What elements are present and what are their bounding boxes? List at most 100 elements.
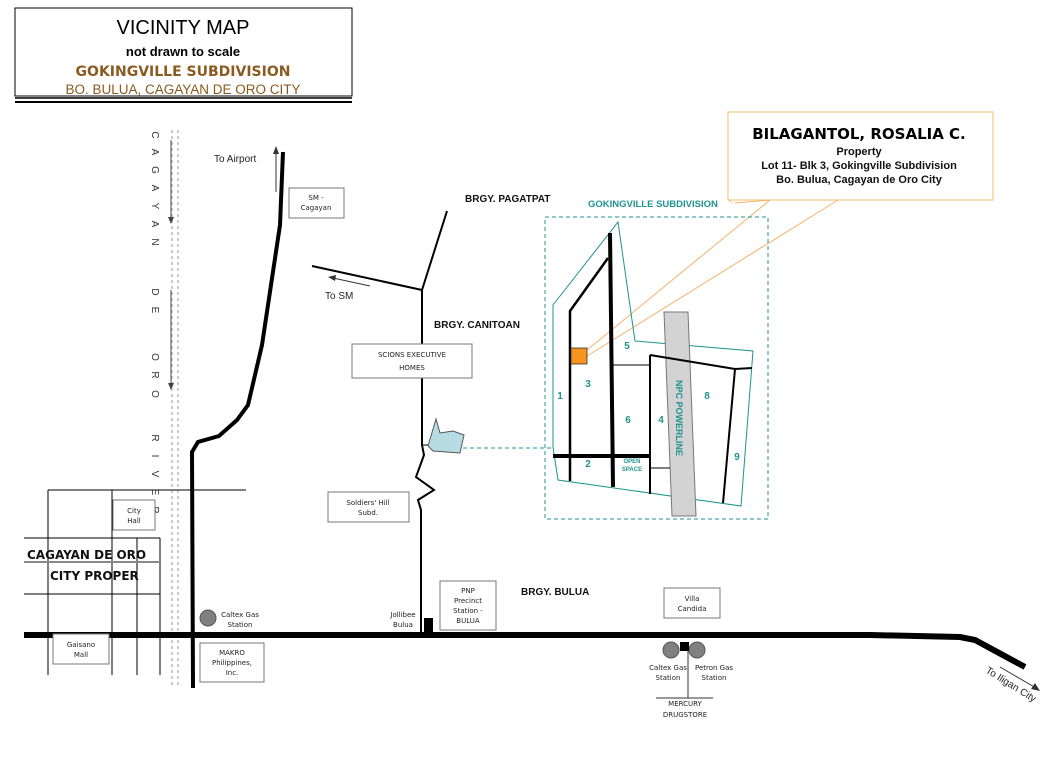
- river-letter: E: [149, 307, 160, 314]
- to-sm-label: To SM: [325, 291, 353, 302]
- jollibee-label: Bulua: [393, 621, 413, 629]
- mercury-label: DRUGSTORE: [663, 711, 707, 719]
- block-number: 8: [704, 391, 710, 402]
- gas-station-icon: [662, 641, 680, 659]
- subdivision-frame: [544, 216, 769, 520]
- landmark-label: Hall: [127, 517, 140, 525]
- landmark-label: PNP: [461, 587, 475, 595]
- brgy-bulua-label: BRGY. BULUA: [521, 587, 589, 598]
- subdivision-detail: GOKINGVILLE SUBDIVISION NPC POWERLINE 1 …: [544, 199, 771, 520]
- property-callout: BILAGANTOL, ROSALIA C. Property Lot 11- …: [586, 111, 994, 357]
- river-letter: G: [149, 166, 160, 174]
- gaisano-box: [52, 633, 110, 665]
- subdivision-roads: [553, 232, 753, 504]
- landmark-label: Villa: [685, 595, 700, 603]
- river-letter: A: [149, 149, 160, 156]
- landmark-label: City: [127, 507, 141, 515]
- to-airport-label: To Airport: [214, 154, 256, 165]
- landmark-label: MAKRO: [219, 649, 245, 657]
- river-letter: N: [149, 238, 160, 245]
- map-title: VICINITY MAP: [117, 17, 250, 39]
- river-letter: Y: [149, 203, 160, 210]
- landmark-label: Subd.: [358, 509, 378, 517]
- river-flow-arrow: [168, 140, 174, 390]
- open-space-label: OPEN: [623, 459, 640, 465]
- river-letter: C: [149, 131, 160, 138]
- mercury-marker-icon: [680, 642, 689, 651]
- makro-box: [199, 642, 265, 683]
- callout-owner: BILAGANTOL, ROSALIA C.: [752, 125, 966, 143]
- road-to-sm: [311, 265, 423, 291]
- city-proper-label: CAGAYAN DE ORO: [27, 548, 146, 562]
- arrow-head-icon: [328, 275, 336, 281]
- cagayan-de-oro-river: CAGAYANDEORORIVER: [149, 130, 179, 685]
- soldiers-hill-box: [327, 491, 410, 523]
- subdivision-site-parcel: [427, 417, 465, 454]
- gas-station-label: Station: [228, 621, 253, 629]
- landmark-label: BULUA: [456, 617, 480, 625]
- landmark-label: Precinct: [454, 597, 482, 605]
- label-leader: [734, 199, 771, 204]
- landmark-label: Candida: [678, 605, 707, 613]
- subdivision-boundary: [552, 220, 754, 507]
- city-proper-grid: [24, 489, 246, 675]
- block-number: 9: [734, 452, 740, 463]
- river-letter: E: [149, 489, 160, 496]
- sm-cagayan-box: [288, 187, 345, 219]
- title-block: VICINITY MAP not drawn to scale GOKINGVI…: [14, 7, 353, 103]
- river-letter: A: [149, 221, 160, 228]
- gas-station-icon: [199, 609, 217, 627]
- landmark-label: SCIONS EXECUTIVE: [378, 351, 446, 359]
- to-iligan-label: To Iligan City: [983, 665, 1037, 705]
- river-letter: I: [149, 455, 160, 458]
- gas-station-label: Station: [702, 674, 727, 682]
- map-subtitle: not drawn to scale: [126, 44, 240, 59]
- gas-station-label: Station: [656, 674, 681, 682]
- block-number: 6: [625, 415, 631, 426]
- block-number: 4: [658, 415, 664, 426]
- jollibee-marker-icon: [424, 618, 433, 632]
- river-letter: O: [149, 390, 160, 398]
- pnp-box: [439, 580, 497, 631]
- city-proper-label: CITY PROPER: [50, 569, 139, 583]
- river-letter: A: [149, 185, 160, 192]
- title-location: BO. BULUA, CAGAYAN DE ORO CITY: [65, 82, 300, 97]
- road-canitoan: [414, 290, 436, 632]
- gas-station-label: Caltex Gas: [221, 611, 259, 619]
- callout-line: Bo. Bulua, Cagayan de Oro City: [776, 174, 943, 186]
- arrow-icon: [999, 666, 1037, 689]
- highway-to-airport: [189, 151, 285, 689]
- landmark-label: Philippines,: [212, 659, 252, 667]
- npc-powerline: [663, 311, 697, 517]
- landmark-label: Station -: [453, 607, 483, 615]
- callout-line: Lot 11- Blk 3, Gokingville Subdivision: [761, 160, 957, 172]
- river-letter: D: [149, 288, 160, 295]
- landmark-label: HOMES: [399, 364, 425, 372]
- landmark-label: Mall: [74, 651, 88, 659]
- callout-line: Property: [836, 146, 882, 158]
- river-letter: V: [149, 471, 160, 478]
- river-name-label: CAGAYANDEORORIVER: [149, 131, 160, 513]
- block-number: 2: [585, 459, 591, 470]
- river-letter: R: [149, 371, 160, 378]
- mercury-label: MERCURY: [668, 700, 702, 708]
- scions-box: [351, 343, 473, 379]
- gas-station-label: Petron Gas: [695, 664, 733, 672]
- villa-candida-box: [663, 587, 721, 619]
- gas-station-label: Caltex Gas: [649, 664, 687, 672]
- landmark-label: Inc.: [226, 669, 239, 677]
- gas-station-icon: [688, 641, 706, 659]
- brgy-canitoan-label: BRGY. CANITOAN: [434, 320, 520, 331]
- river-letter: R: [149, 434, 160, 441]
- landmark-label: Gaisano: [67, 641, 95, 649]
- powerline-label: NPC POWERLINE: [674, 380, 684, 456]
- block-number: 3: [585, 379, 591, 390]
- river-letter: O: [149, 353, 160, 361]
- jollibee-label: Jollibee: [389, 611, 415, 619]
- arrow-head-icon: [273, 146, 279, 154]
- brgy-pagatpat-label: BRGY. PAGATPAT: [465, 194, 550, 205]
- arrow-icon: [332, 277, 371, 287]
- landmark-label: Cagayan: [301, 204, 332, 212]
- landmark-label: Soldiers' Hill: [346, 499, 389, 507]
